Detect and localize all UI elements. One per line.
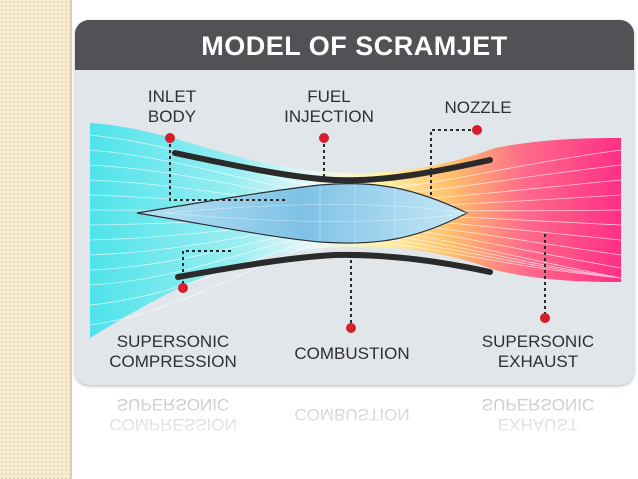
label-nozzle: NOZZLE xyxy=(423,98,533,118)
label-supersonic-exhaust: SUPERSONIC EXHAUST xyxy=(463,332,613,372)
central-body-mesh xyxy=(164,182,468,244)
label-fuel-line2: INJECTION xyxy=(284,107,374,126)
label-nozzle-line1: NOZZLE xyxy=(444,98,512,117)
label-compression-line1: SUPERSONIC xyxy=(116,332,230,351)
diagram-title: MODEL OF SCRAMJET xyxy=(201,31,508,61)
label-inlet-body: INLET BODY xyxy=(127,87,217,127)
card-reflection: COMPRESSION SUPERSONIC COMBUSTION EXHAUS… xyxy=(75,388,634,468)
lower-cowl-wall xyxy=(175,251,493,280)
reflection-fade xyxy=(75,388,634,468)
label-exhaust-line2: EXHAUST xyxy=(497,352,579,371)
label-inlet-line2: BODY xyxy=(147,107,197,126)
label-combustion-line1: COMBUSTION xyxy=(294,344,410,363)
scramjet-diagram xyxy=(89,123,622,338)
label-inlet-line1: INLET xyxy=(147,87,197,106)
label-supersonic-compression: SUPERSONIC COMPRESSION xyxy=(93,332,253,372)
scramjet-diagram-card: MODEL OF SCRAMJET xyxy=(75,20,634,385)
card-header xyxy=(75,20,634,70)
left-strip-divider xyxy=(70,0,72,479)
label-exhaust-line1: SUPERSONIC xyxy=(481,332,595,351)
leader-lines xyxy=(169,129,546,328)
label-fuel-line1: FUEL xyxy=(307,87,351,106)
upper-cowl-wall xyxy=(172,150,493,184)
leader-dots xyxy=(165,125,550,333)
label-combustion: COMBUSTION xyxy=(277,344,427,364)
label-compression-line2: COMPRESSION xyxy=(109,352,237,371)
label-fuel-injection: FUEL INJECTION xyxy=(269,87,389,127)
left-decorative-strip xyxy=(0,0,70,479)
